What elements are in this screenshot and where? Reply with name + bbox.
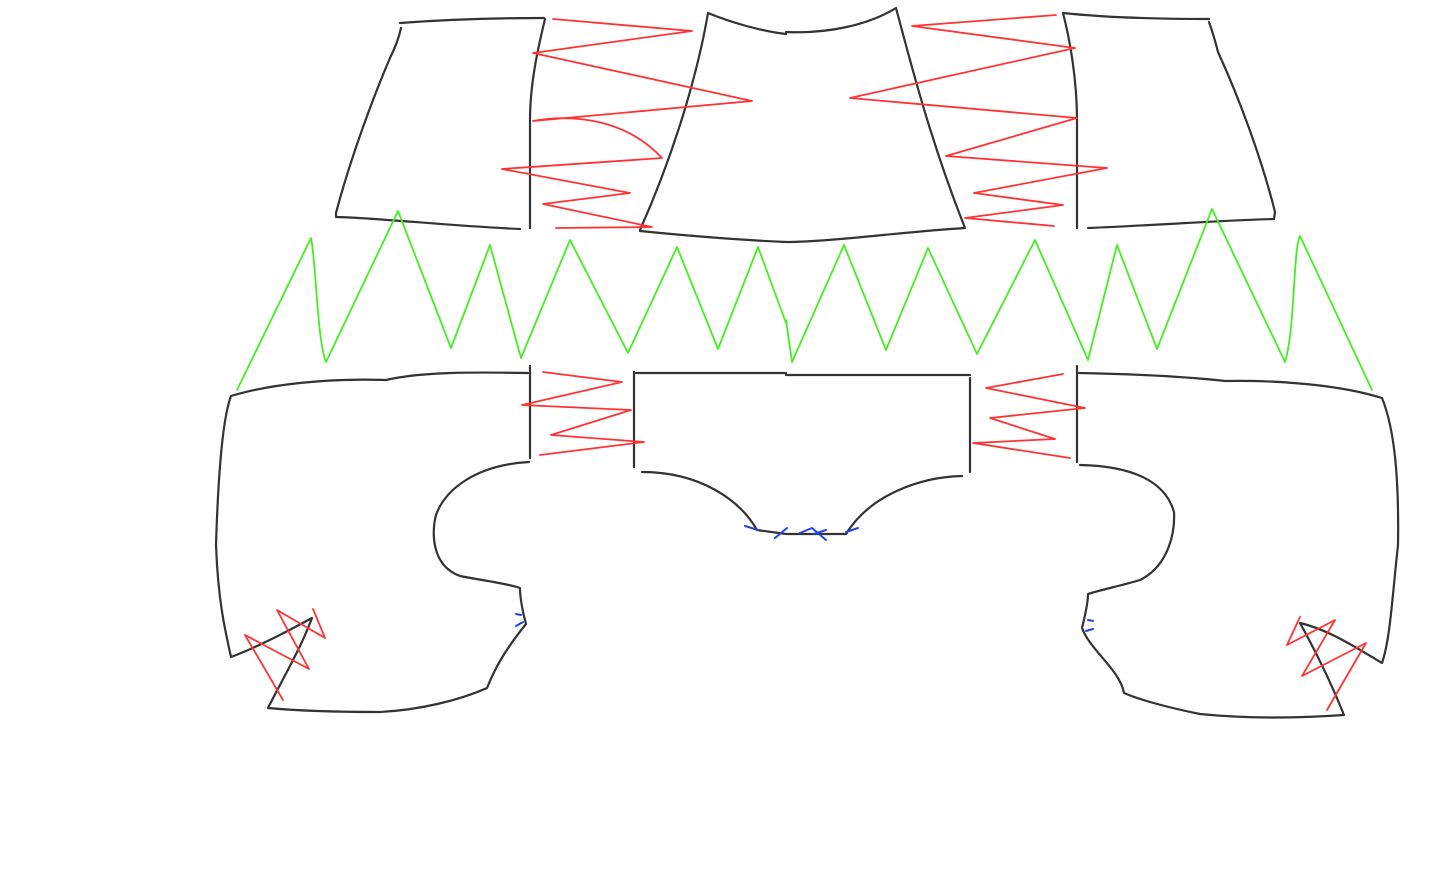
stitch-marks	[515, 525, 1094, 632]
top-right-outer-panel	[1086, 20, 1277, 230]
bottom-left-side-piece	[214, 371, 531, 714]
bottom-left-seam-zigzag	[521, 371, 645, 456]
top-panels	[334, 6, 1277, 244]
bottom-center-piece	[632, 370, 972, 536]
top-seam-zigzags	[501, 14, 1108, 229]
left-notch-mark	[515, 613, 524, 627]
top-right-inner-edge	[1061, 11, 1079, 230]
bottom-right-seam-zigzag	[972, 373, 1086, 459]
bottom-pieces	[214, 364, 1400, 719]
bottom-seam-zigzags	[244, 371, 1367, 711]
top-left-seam-zigzag	[501, 18, 753, 229]
bottom-left-dart-zigzag	[244, 608, 326, 701]
center-stitch-marks	[744, 525, 859, 541]
right-notch-mark	[1085, 619, 1094, 632]
green-fold-zigzag	[236, 208, 1373, 391]
top-left-outer-panel	[334, 26, 522, 231]
top-right-seam-zigzag	[849, 14, 1108, 227]
bottom-right-dart-zigzag	[1286, 616, 1367, 711]
top-right-panel-top-edge	[1061, 11, 1211, 21]
top-left-inner-edge	[528, 17, 547, 230]
bottom-right-side-piece	[1077, 371, 1400, 719]
fold-line-zigzag	[236, 208, 1373, 391]
top-left-panel-top-edge	[398, 16, 546, 25]
top-center-panel	[638, 6, 967, 244]
